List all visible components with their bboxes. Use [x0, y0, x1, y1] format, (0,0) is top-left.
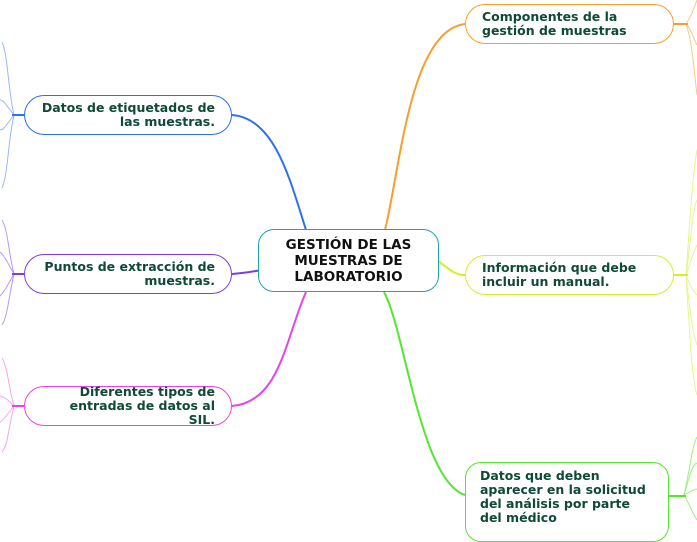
central-topic-label: GESTIÓN DE LAS MUESTRAS DE LABORATORIO [285, 236, 412, 285]
branch-label: Información que debe incluir un manual. [482, 260, 637, 289]
branch-label: Diferentes tipos de entradas de datos al… [69, 384, 215, 427]
branch-node-solicitud-analisis[interactable]: Datos que deben aparecer en la solicitud… [465, 462, 669, 542]
central-topic-node[interactable]: GESTIÓN DE LAS MUESTRAS DE LABORATORIO [258, 229, 439, 292]
branch-node-puntos-extraccion[interactable]: Puntos de extracción de muestras. [24, 254, 232, 294]
branch-node-etiquetados[interactable]: Datos de etiquetados de las muestras. [24, 95, 232, 135]
branch-node-entradas-sil[interactable]: Diferentes tipos de entradas de datos al… [24, 384, 232, 427]
branch-label: Puntos de extracción de muestras. [44, 259, 215, 288]
branch-label: Datos que deben aparecer en la solicitud… [480, 468, 646, 525]
branch-node-componentes[interactable]: Componentes de la gestión de muestras [465, 4, 674, 44]
branch-node-manual[interactable]: Información que debe incluir un manual. [465, 255, 674, 295]
connector-lines [0, 0, 697, 520]
branch-label: Componentes de la gestión de muestras [482, 9, 627, 38]
branch-label: Datos de etiquetados de las muestras. [41, 100, 215, 129]
